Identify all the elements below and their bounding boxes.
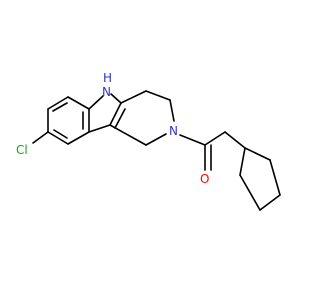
bond <box>67 96 90 110</box>
bond <box>244 147 271 161</box>
atom-label-cl: Cl <box>16 143 28 157</box>
bond <box>169 99 175 122</box>
bond <box>259 194 281 211</box>
molecule-structure: N H Cl N O <box>16 71 281 211</box>
bond <box>120 90 147 104</box>
bond <box>32 131 49 144</box>
bond <box>109 102 122 126</box>
atom-label-n-amide: N <box>169 124 178 138</box>
atom-label-nh-h: H <box>103 71 112 85</box>
bond <box>114 108 126 129</box>
bond <box>145 90 171 101</box>
bond <box>53 129 68 139</box>
bond <box>269 159 281 196</box>
bond <box>239 174 261 211</box>
bond <box>145 133 167 146</box>
bond <box>47 96 69 110</box>
bond <box>110 93 122 104</box>
bond <box>47 131 69 145</box>
bond <box>179 134 206 146</box>
bond <box>67 131 90 145</box>
bond <box>224 131 246 149</box>
atom-label-o: O <box>200 172 209 186</box>
bond <box>88 124 111 133</box>
bond <box>52 102 68 112</box>
bond <box>204 131 226 146</box>
bond <box>88 95 104 110</box>
bond <box>239 147 246 176</box>
atom-label-nh-n: N <box>102 85 111 99</box>
bond <box>109 124 147 146</box>
